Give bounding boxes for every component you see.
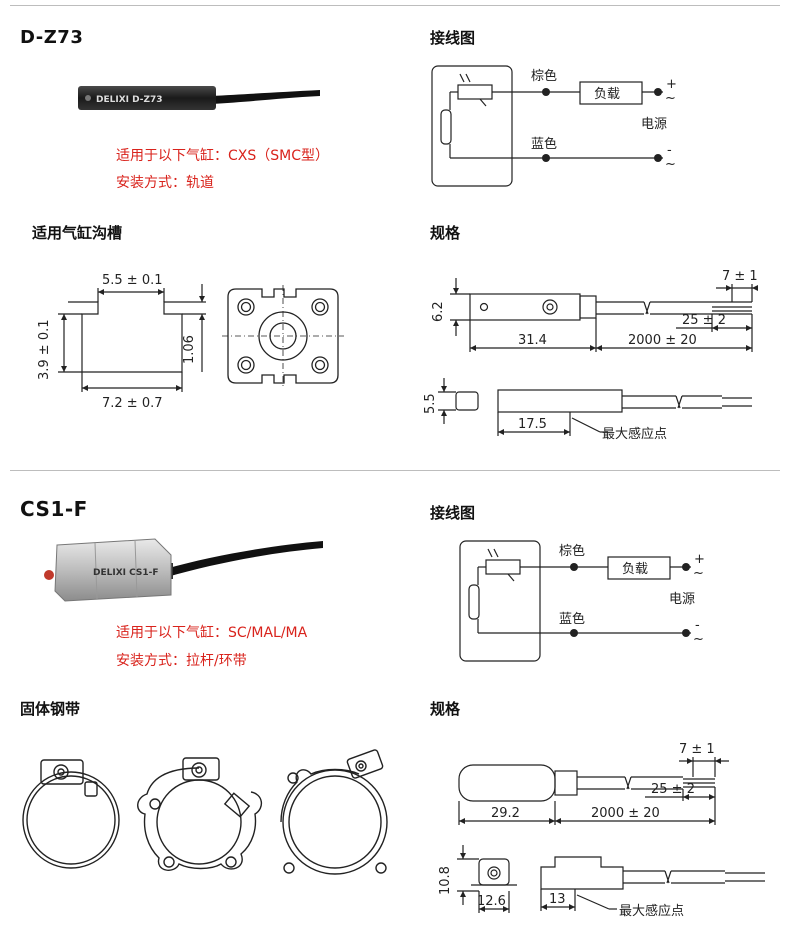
spec-title-dz73: 规格: [430, 224, 461, 242]
groove-dim-bottom: 7.2 ± 0.7: [102, 396, 163, 411]
steel-band-drawings: [22, 749, 388, 875]
groove-profile-drawing: 5.5 ± 0.1 3.9 ± 0.1 1.06 7.2 ± 0.7: [37, 273, 206, 411]
groove-dim-depth: 1.06: [182, 335, 197, 364]
plus-label: +: [666, 77, 677, 92]
wire-brown-label: 棕色: [559, 543, 585, 559]
mount-method-cs1f: 安装方式：拉杆/环带: [116, 653, 247, 669]
top-divider: [10, 5, 780, 6]
spec-drawing-dz73: 6.2 31.4 2000 ± 20 25 ± 2 7 ± 1 5.5 17.5…: [423, 269, 758, 442]
spec-sense-distance: 17.5: [518, 417, 547, 432]
plus-label: +: [694, 552, 705, 567]
groove-title: 适用气缸沟槽: [32, 224, 123, 242]
groove-dim-top: 5.5 ± 0.1: [102, 273, 163, 288]
minus-label: -: [667, 143, 672, 158]
tilde-label: ~: [693, 566, 704, 581]
spec-height: 6.2: [431, 301, 446, 322]
wire-blue-label: 蓝色: [531, 136, 557, 152]
spec-body-length: 29.2: [491, 806, 520, 821]
applicable-cylinders-cs1f: 适用于以下气缸：SC/MAL/MA: [116, 625, 308, 641]
spec-side-height: 5.5: [423, 393, 438, 414]
product-label-dz73: DELIXI D-Z73: [96, 95, 163, 105]
spec-drawing-cs1f: 29.2 2000 ± 20 25 ± 2 7 ± 1 10.8 12.6 13…: [438, 742, 765, 919]
spec-side-height: 10.8: [438, 866, 453, 895]
wiring-title-dz73: 接线图: [430, 29, 476, 47]
spec-cable-length: 2000 ± 20: [591, 806, 660, 821]
wiring-diagram-dz73: 棕色 蓝色 负载 电源 + ~ - ~: [431, 65, 677, 187]
band-title: 固体钢带: [20, 700, 81, 718]
tilde-label: ~: [665, 157, 676, 172]
load-label: 负载: [594, 87, 620, 102]
spec-strip-length: 25 ± 2: [651, 782, 695, 797]
spec-wire-end: 7 ± 1: [679, 742, 715, 757]
minus-label: -: [695, 618, 700, 633]
spec-body-length: 31.4: [518, 333, 547, 348]
applicable-cylinders-dz73: 适用于以下气缸：CXS（SMC型）: [116, 148, 329, 164]
model-title-dz73: D-Z73: [20, 27, 84, 48]
load-label: 负载: [622, 562, 648, 577]
spec-side-width: 12.6: [477, 894, 506, 909]
tilde-label: ~: [665, 91, 676, 106]
product-photo-dz73: DELIXI D-Z73: [78, 86, 320, 110]
spec-title-cs1f: 规格: [430, 700, 461, 718]
wire-blue-label: 蓝色: [559, 611, 585, 627]
spec-strip-length: 25 ± 2: [682, 313, 726, 328]
power-label: 电源: [641, 117, 667, 132]
wiring-diagram-cs1f: 棕色 蓝色 负载 电源 + ~ - ~: [459, 540, 705, 662]
section-divider: [10, 470, 780, 471]
wire-brown-label: 棕色: [531, 68, 557, 84]
tilde-label: ~: [693, 632, 704, 647]
product-photo-cs1f: DELIXI CS1-F: [44, 538, 323, 602]
product-label-cs1f: DELIXI CS1-F: [93, 568, 159, 578]
mount-method-dz73: 安装方式：轨道: [116, 175, 214, 191]
spec-cable-length: 2000 ± 20: [628, 333, 697, 348]
model-title-cs1f: CS1-F: [20, 497, 88, 521]
cylinder-endface-drawing: [222, 285, 344, 389]
spec-wire-end: 7 ± 1: [722, 269, 758, 284]
spec-sense-point: 最大感应点: [619, 903, 684, 919]
spec-sense-point: 最大感应点: [602, 426, 667, 442]
power-label: 电源: [669, 592, 695, 607]
spec-sense-distance: 13: [549, 892, 566, 907]
groove-dim-height: 3.9 ± 0.1: [37, 319, 52, 380]
wiring-title-cs1f: 接线图: [430, 504, 476, 522]
